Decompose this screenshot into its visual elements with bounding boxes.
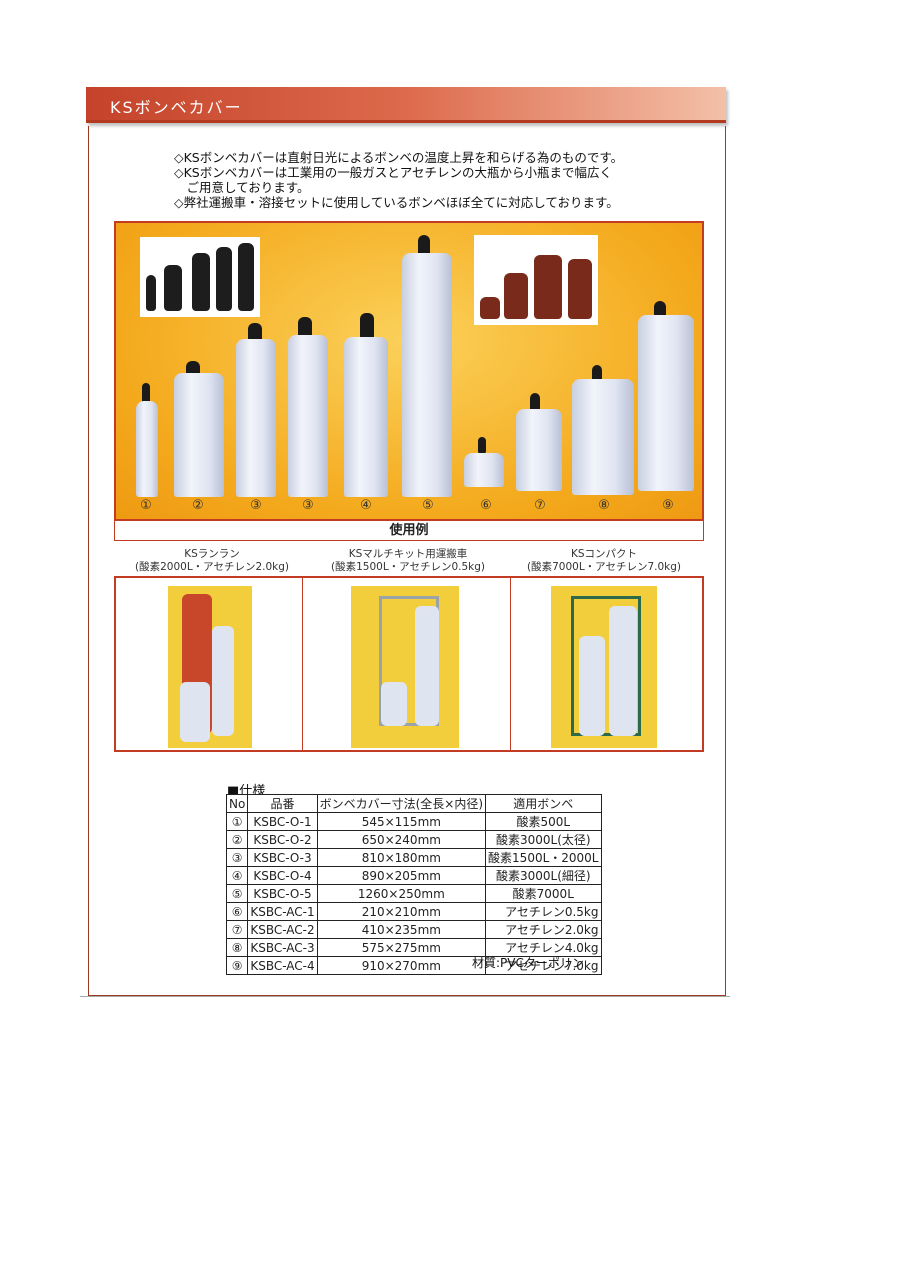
- bare-acetylene-cylinders-photo: [474, 235, 598, 325]
- cylinder-cover-9: [638, 315, 694, 491]
- cylinder-cover-5: [402, 253, 452, 497]
- intro-line: ◇KSボンベカバーは工業用の一般ガスとアセチレンの大瓶から小瓶まで幅広く: [174, 165, 612, 180]
- usage-photo-ksranran: [116, 578, 303, 750]
- usage-photo-kscompact: [511, 578, 702, 750]
- cylinder-cover-6: [464, 453, 504, 487]
- cylinder-cover-1: [136, 401, 158, 497]
- page-title: KSボンベカバー: [110, 98, 243, 117]
- cylinder-cover-3: [236, 339, 276, 497]
- cylinder-cover-8: [572, 379, 634, 495]
- cylinder-number: ⑥: [480, 498, 492, 513]
- spec-header-cylinder: 適用ボンベ: [485, 794, 602, 813]
- spec-header-no: No: [225, 794, 249, 813]
- cylinder-number: ⑦: [534, 498, 546, 513]
- intro-line: ご用意しております。: [174, 180, 310, 195]
- usage-caption-3: KSコンパクト (酸素7000L・アセチレン7.0kg): [527, 548, 681, 573]
- bare-oxygen-cylinders-photo: [140, 237, 260, 317]
- content-frame: [88, 126, 726, 996]
- cylinder-number: ⑧: [598, 498, 610, 513]
- bottom-divider: [80, 996, 730, 997]
- cylinder-cover-4: [344, 337, 388, 497]
- cylinder-number: ⑤: [422, 498, 434, 513]
- cylinder-number: ⑨: [662, 498, 674, 513]
- cylinder-number: ③: [250, 498, 262, 513]
- intro-line: ◇弊社運搬車・溶接セットに使用しているボンベほぼ全てに対応しております。: [174, 195, 619, 210]
- usage-photos: [114, 576, 704, 752]
- cylinder-number: ①: [140, 498, 152, 513]
- usage-photo-multikit-cart: [303, 578, 511, 750]
- cylinder-cover-2: [174, 373, 224, 497]
- cylinder-cover-7: [516, 409, 562, 491]
- cylinder-number: ②: [192, 498, 204, 513]
- usage-heading: 使用例: [114, 521, 704, 541]
- cylinder-cover-3b: [288, 335, 328, 497]
- title-banner: KSボンベカバー: [86, 87, 726, 123]
- usage-caption-1: KSランラン (酸素2000L・アセチレン2.0kg): [135, 548, 289, 573]
- intro-text: ◇KSボンベカバーは直射日光によるボンベの温度上昇を和らげる為のものです。 ◇K…: [174, 150, 644, 210]
- cylinder-number: ③: [302, 498, 314, 513]
- cylinder-photo-panel: ① ② ③ ③ ④ ⑤ ⑥ ⑦ ⑧ ⑨: [114, 221, 704, 521]
- usage-caption-2: KSマルチキット用運搬車 (酸素1500L・アセチレン0.5kg): [331, 548, 485, 573]
- cylinder-number: ④: [360, 498, 372, 513]
- spec-header-row: No 品番 ボンベカバー寸法(全長×内径) 適用ボンベ: [225, 794, 602, 813]
- intro-line: ◇KSボンベカバーは直射日光によるボンベの温度上昇を和らげる為のものです。: [174, 150, 624, 165]
- spec-header-part: 品番: [247, 794, 318, 813]
- spec-header-size: ボンベカバー寸法(全長×内径): [316, 794, 487, 813]
- material-note: 材質:PVCターポリン: [472, 956, 584, 970]
